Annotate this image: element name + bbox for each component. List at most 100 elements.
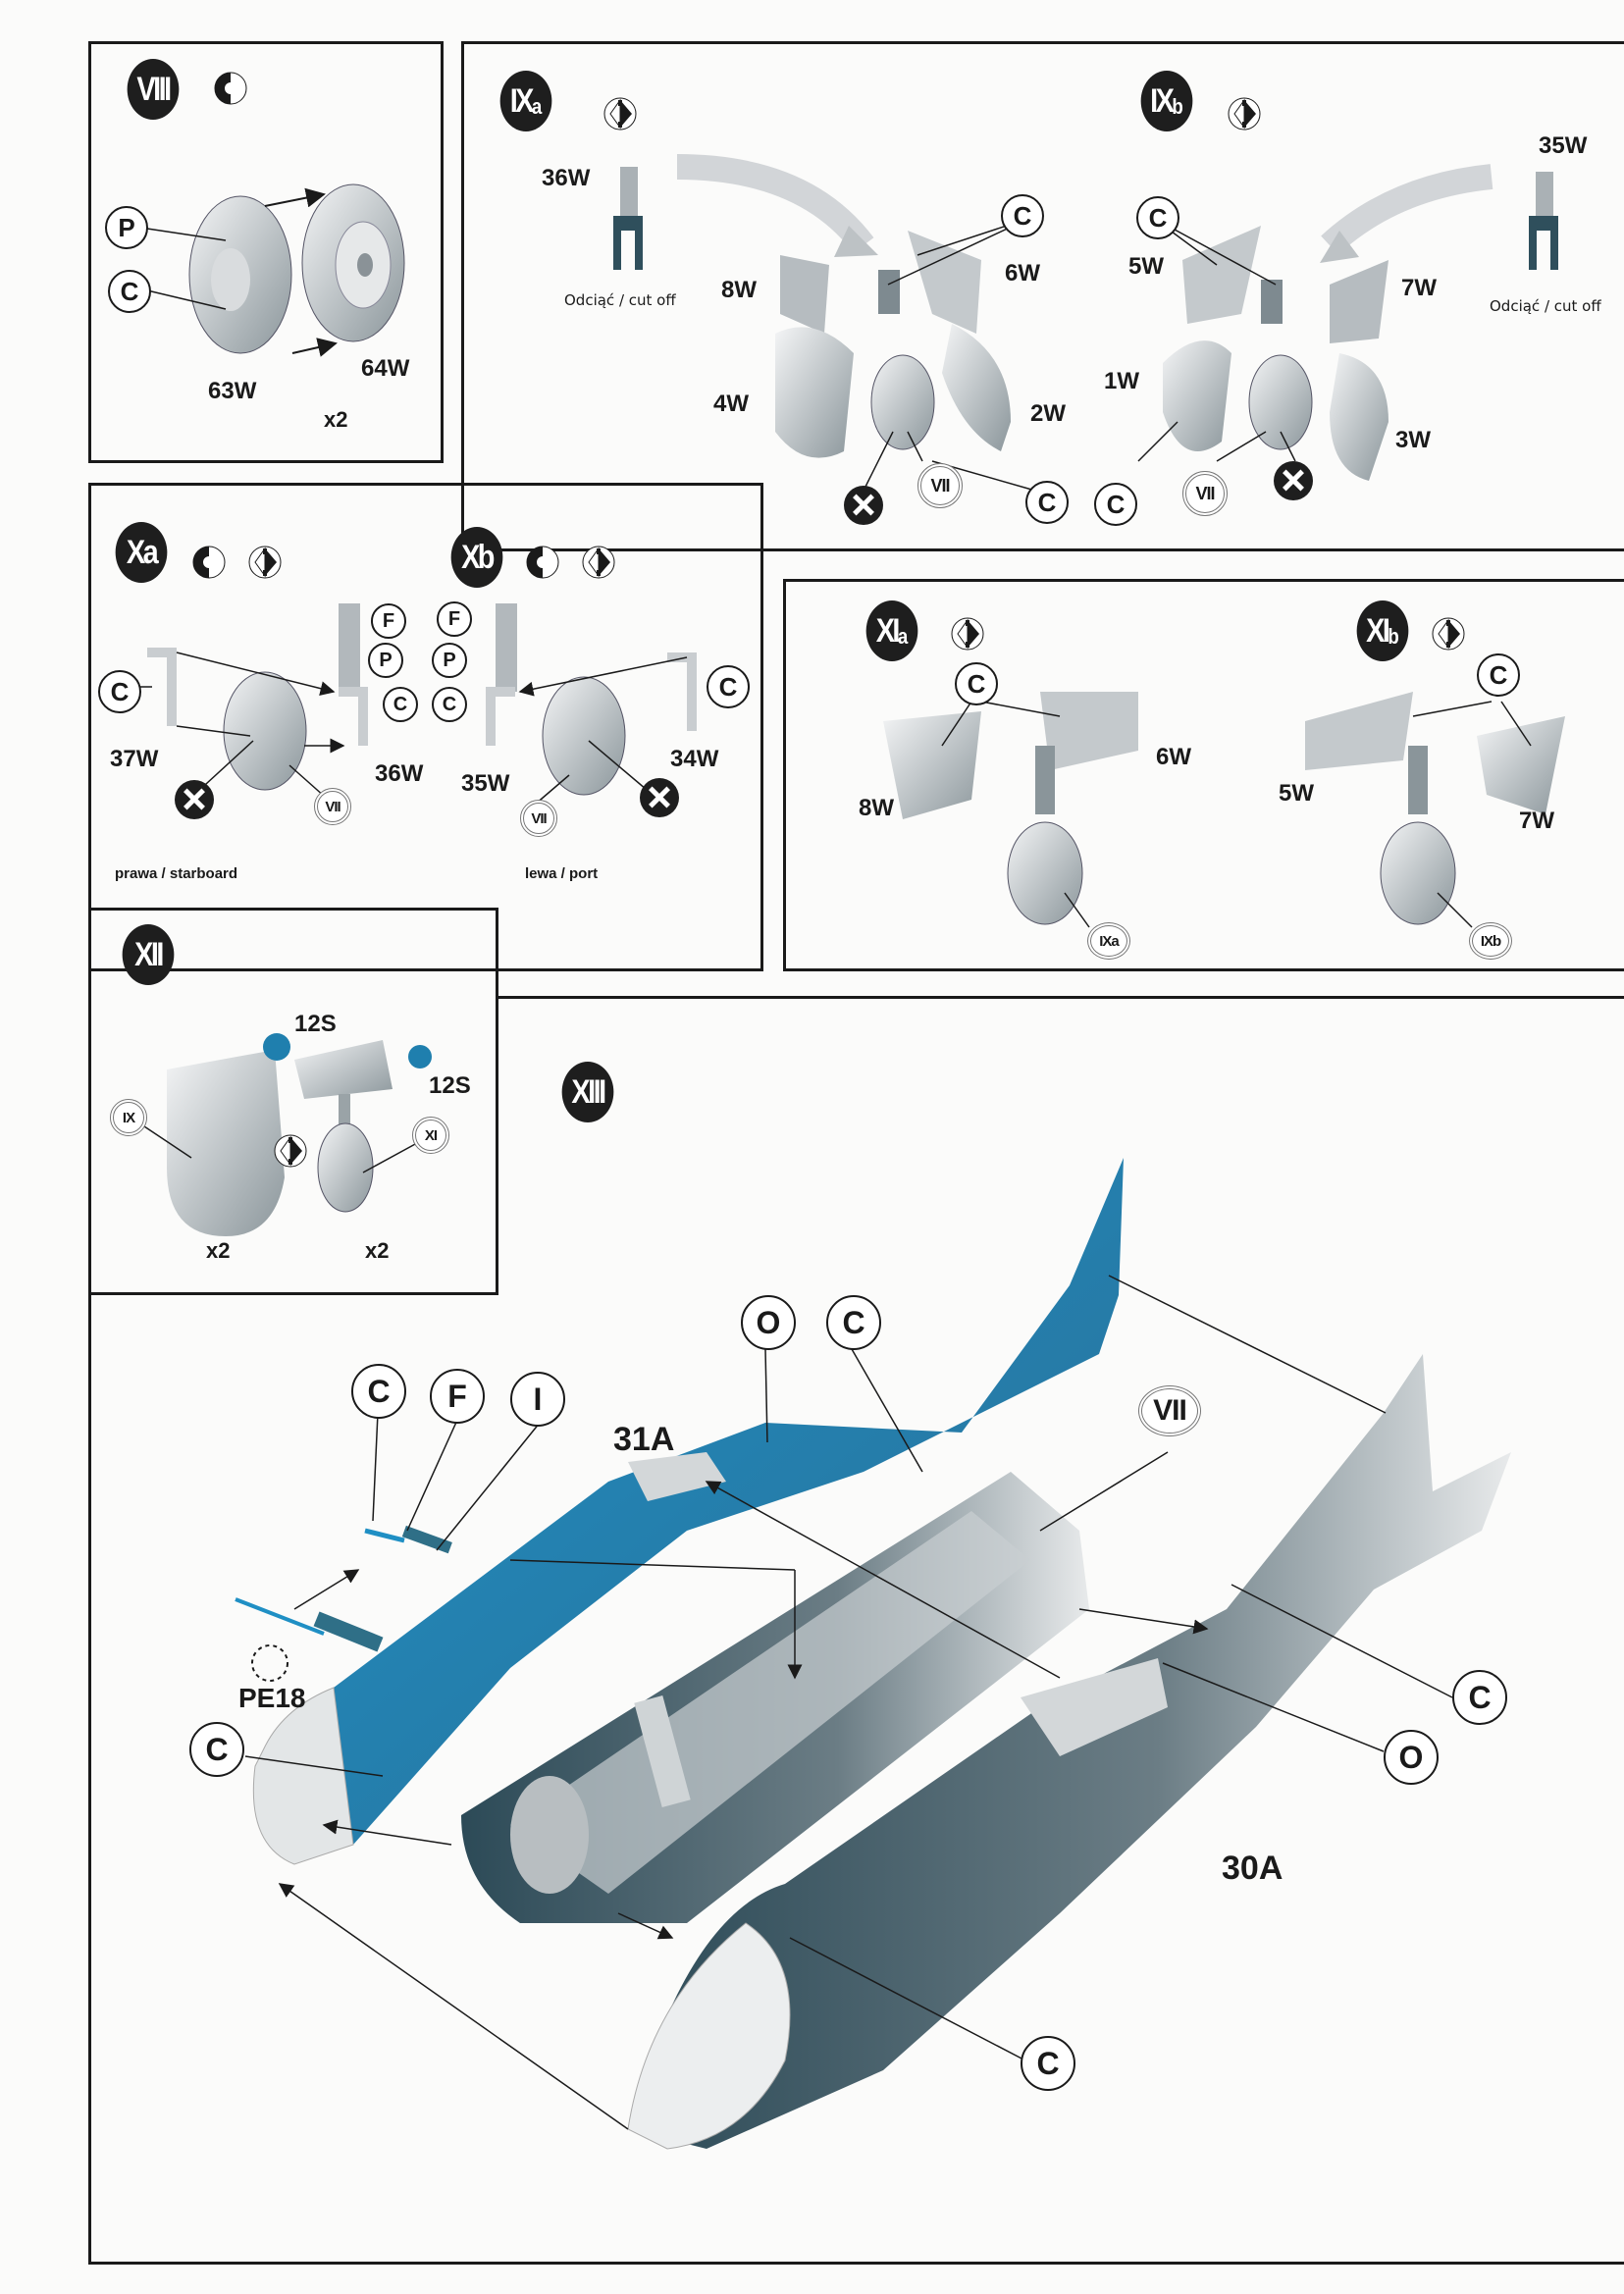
ref-paint-c: C (351, 1364, 406, 1419)
ref-paint-c: C (707, 665, 750, 708)
symmetry-icon (951, 617, 984, 651)
part-4w: 4W (713, 391, 749, 417)
step-label: XI (1366, 611, 1390, 650)
part-7w: 7W (1519, 808, 1554, 834)
do-not-glue-icon (175, 780, 214, 819)
ref-paint-c: C (383, 687, 418, 722)
part-12s: 12S (429, 1072, 471, 1099)
symmetry-icon (248, 546, 282, 579)
ref-step-label: VII (1153, 1394, 1187, 1427)
ref-paint-c: C (98, 670, 141, 713)
ref-label: C (393, 693, 408, 715)
part-8w: 8W (859, 795, 894, 821)
ref-label: C (120, 276, 139, 306)
ref-paint-f: F (430, 1369, 485, 1424)
ref-paint-c: C (1477, 653, 1520, 697)
ref-step-vii: VII (520, 800, 557, 837)
step-badge-viii: VIII (127, 59, 180, 120)
ref-step-vii: VII (1138, 1385, 1201, 1436)
ref-paint-c: C (1452, 1670, 1507, 1725)
ref-paint-c: C (955, 662, 998, 705)
ref-label: C (842, 1304, 865, 1340)
part-5w: 5W (1279, 780, 1314, 807)
ref-paint-c: C (1001, 194, 1044, 237)
step-label: XII (134, 935, 164, 973)
part-30a: 30A (1222, 1850, 1283, 1887)
ref-label: C (967, 668, 986, 699)
step-sublabel: a (531, 94, 543, 119)
step-label: VIII (136, 70, 172, 108)
side-label-port: lewa / port (525, 865, 599, 882)
ref-paint-c: C (108, 270, 151, 313)
glue-icon (214, 72, 247, 105)
wheel-63w-art (188, 195, 292, 354)
ref-label: C (1148, 202, 1168, 233)
do-not-glue-icon (844, 486, 883, 525)
part-5w: 5W (1128, 253, 1164, 280)
ref-label: O (756, 1304, 781, 1340)
part-31a: 31A (613, 1421, 675, 1458)
quantity-label: x2 (206, 1238, 231, 1263)
do-not-glue-icon (1274, 461, 1313, 500)
ref-paint-c: C (826, 1295, 881, 1350)
part-63w: 63W (208, 378, 257, 404)
ref-paint-f: F (371, 603, 406, 639)
ref-paint-c: C (1136, 196, 1179, 239)
ref-label: C (1013, 200, 1032, 231)
step-badge-xb: Xb (450, 527, 503, 588)
part-8w: 8W (721, 277, 757, 303)
ref-paint-o: O (1384, 1730, 1439, 1785)
step-label: IX (1150, 81, 1175, 120)
part-1w: 1W (1104, 368, 1139, 394)
ref-label: F (447, 607, 461, 630)
step-label: XI (875, 611, 901, 650)
fuselage-30a-art (627, 1354, 1511, 2150)
ref-paint-c: C (1025, 481, 1069, 524)
ref-label: C (110, 676, 130, 706)
ref-label: C (1489, 659, 1508, 690)
ref-label: C (1036, 2045, 1060, 2081)
ref-step-label: IXb (1480, 932, 1501, 950)
ref-step-vii: VII (314, 788, 351, 825)
ref-step-label: IX (122, 1109, 135, 1126)
ref-step-label: VII (1195, 483, 1215, 503)
ref-label: C (1037, 487, 1057, 517)
step-sublabel: b (1388, 624, 1399, 649)
ref-label: C (1106, 489, 1126, 519)
ref-paint-i: I (510, 1372, 565, 1427)
part-12s: 12S (294, 1011, 337, 1037)
ref-paint-c: C (432, 687, 467, 722)
symmetry-icon (1432, 617, 1465, 651)
wheel-64w-art (301, 183, 405, 342)
ref-step-vii: VII (1182, 471, 1228, 516)
symmetry-icon (603, 97, 637, 130)
cut-off-note: Odciąć / cut off (564, 291, 676, 309)
ref-paint-o: O (741, 1295, 796, 1350)
step-sublabel: b (1172, 94, 1183, 119)
ref-step-label: VII (531, 809, 547, 827)
ref-step-label: VII (930, 475, 950, 495)
ref-paint-c: C (189, 1722, 244, 1777)
ref-label: P (118, 212, 135, 242)
symmetry-icon (274, 1134, 307, 1168)
glue-icon (192, 546, 226, 579)
step-label: XIII (571, 1072, 606, 1111)
ref-step-ix: IX (110, 1099, 147, 1136)
part-6w: 6W (1156, 744, 1191, 770)
ref-label: F (382, 609, 395, 632)
ref-label: C (442, 693, 457, 715)
step-badge-xiii: XIII (561, 1062, 614, 1122)
ref-label: C (718, 671, 738, 702)
ref-label: C (1468, 1679, 1492, 1715)
do-not-glue-icon (640, 778, 679, 817)
part-3w: 3W (1395, 427, 1431, 453)
strut-36w-art (613, 167, 643, 270)
side-label-starboard: prawa / starboard (115, 865, 238, 882)
part-64w: 64W (361, 355, 410, 382)
ref-step-label: VII (325, 798, 341, 815)
step-label: Xb (461, 538, 495, 576)
ref-paint-p: P (368, 643, 403, 678)
